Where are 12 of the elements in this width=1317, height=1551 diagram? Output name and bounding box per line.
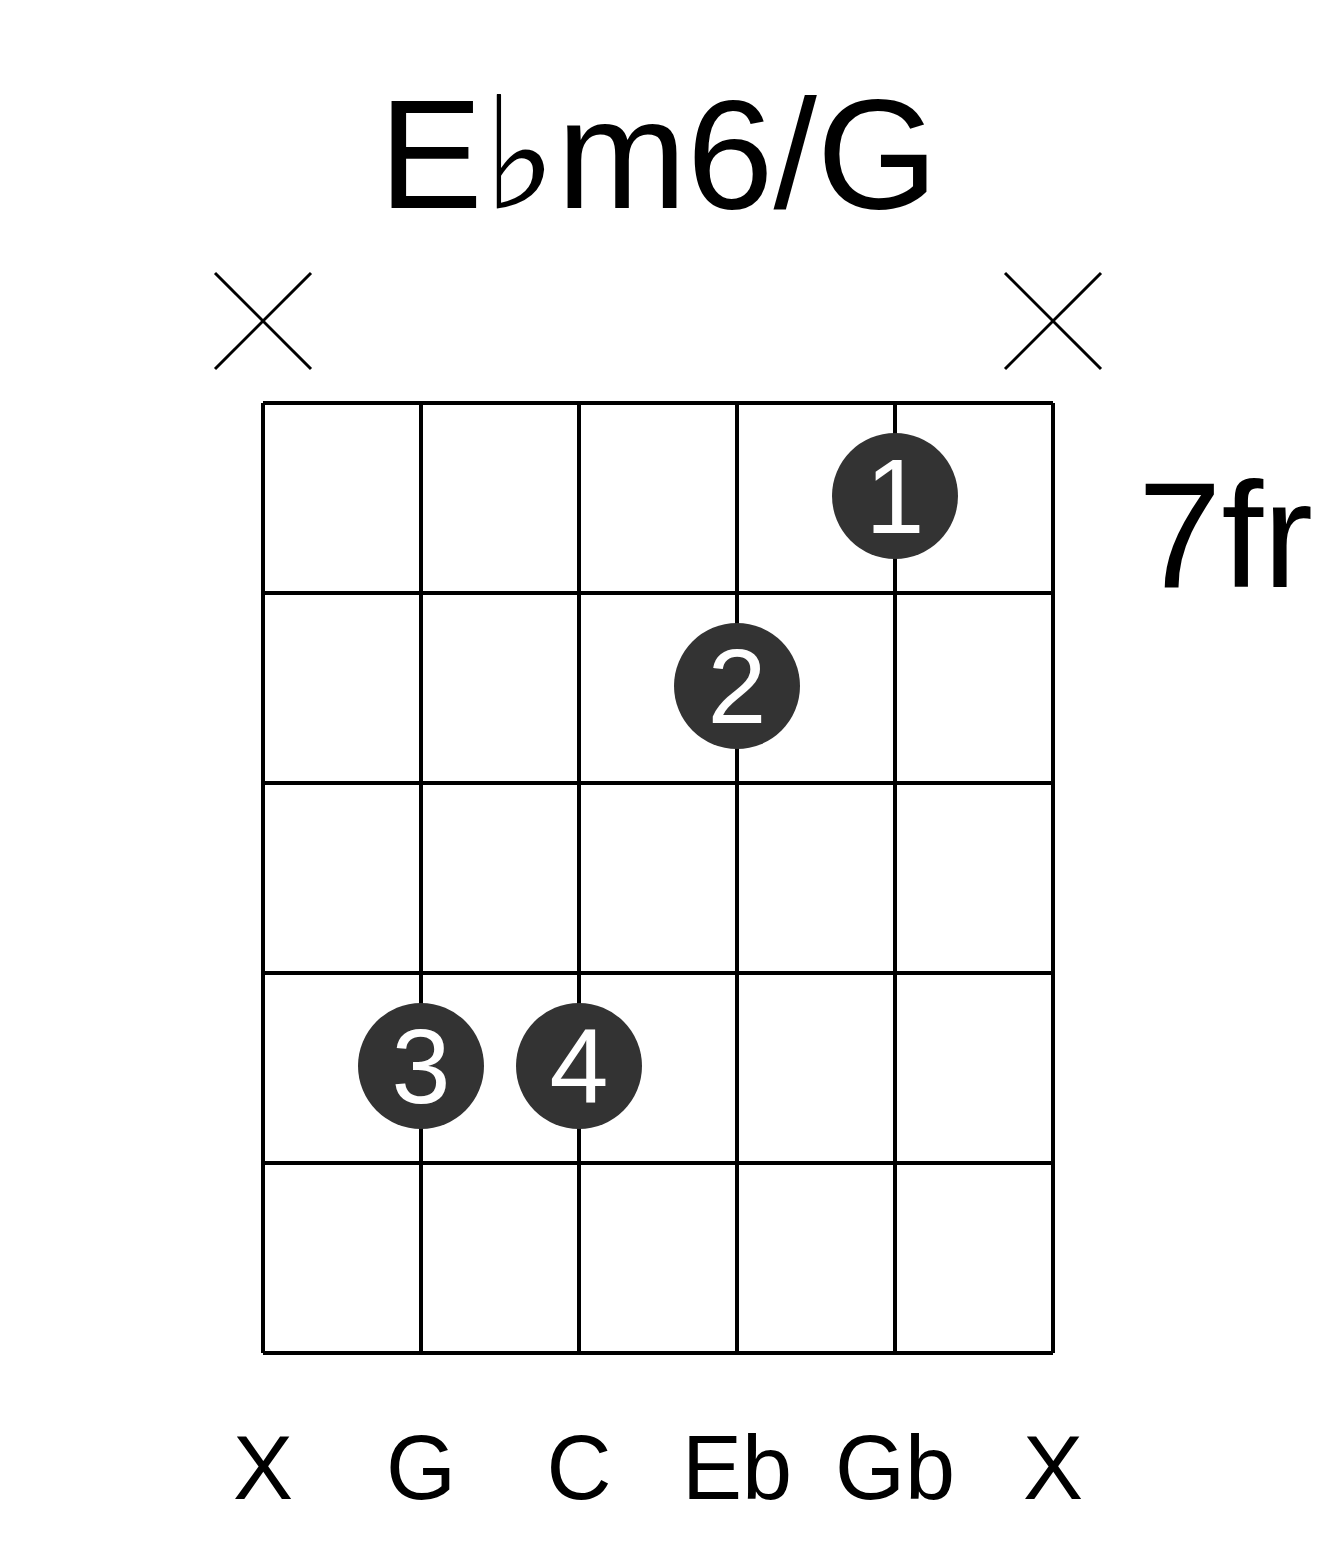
finger-dot: 3	[358, 1003, 484, 1129]
string-note-label: Gb	[833, 1423, 957, 1513]
string-note-label: G	[385, 1423, 457, 1513]
string-note-label: Eb	[680, 1423, 794, 1513]
chord-name: E♭m6/G	[377, 76, 940, 232]
string-note-label: C	[545, 1423, 613, 1513]
string-note-label: X	[1022, 1423, 1084, 1513]
finger-dot: 1	[832, 433, 958, 559]
finger-dot: 2	[674, 623, 800, 749]
string-note-label: X	[232, 1423, 294, 1513]
fret-position-label: 7fr	[1138, 460, 1314, 610]
finger-dot: 4	[516, 1003, 642, 1129]
